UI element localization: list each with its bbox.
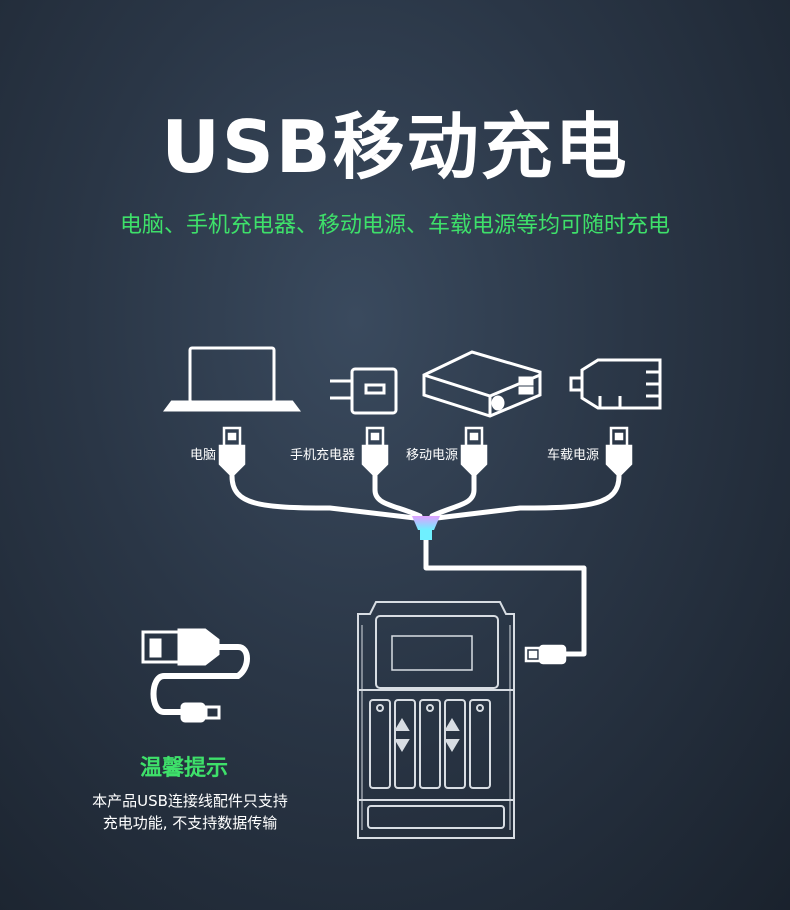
car-charger-icon bbox=[569, 358, 662, 410]
cable-hub bbox=[412, 516, 440, 540]
charger-cable bbox=[423, 540, 587, 657]
cables bbox=[229, 473, 622, 521]
usb-plug-icon bbox=[361, 426, 389, 478]
usb-plug-icon bbox=[218, 426, 246, 478]
source-label-phone-charger: 手机充电器 bbox=[290, 448, 356, 463]
source-label-computer: 电脑 bbox=[190, 448, 217, 463]
power-bank-icon bbox=[422, 350, 542, 418]
wall-charger-icon bbox=[330, 367, 398, 415]
micro-usb-plug-icon bbox=[524, 644, 567, 665]
source-label-car-charger: 车载电源 bbox=[547, 448, 600, 463]
tip-line-1: 本产品USB连接线配件只支持 bbox=[92, 792, 288, 810]
usb-plug-icon bbox=[605, 426, 633, 478]
laptop-icon bbox=[163, 346, 301, 412]
battery-charger-device bbox=[357, 601, 515, 839]
page-title: USB移动充电 bbox=[161, 105, 629, 189]
source-label-power-bank: 移动电源 bbox=[406, 448, 459, 463]
battery-slots bbox=[369, 699, 491, 789]
usb-cable-icon bbox=[141, 628, 250, 723]
tip-line-2: 充电功能, 不支持数据传输 bbox=[102, 814, 278, 832]
usb-plugs bbox=[218, 426, 633, 478]
tip-title: 温馨提示 bbox=[140, 756, 229, 781]
page-subtitle: 电脑、手机充电器、移动电源、车载电源等均可随时充电 bbox=[119, 213, 670, 238]
usb-plug-icon bbox=[460, 426, 488, 478]
